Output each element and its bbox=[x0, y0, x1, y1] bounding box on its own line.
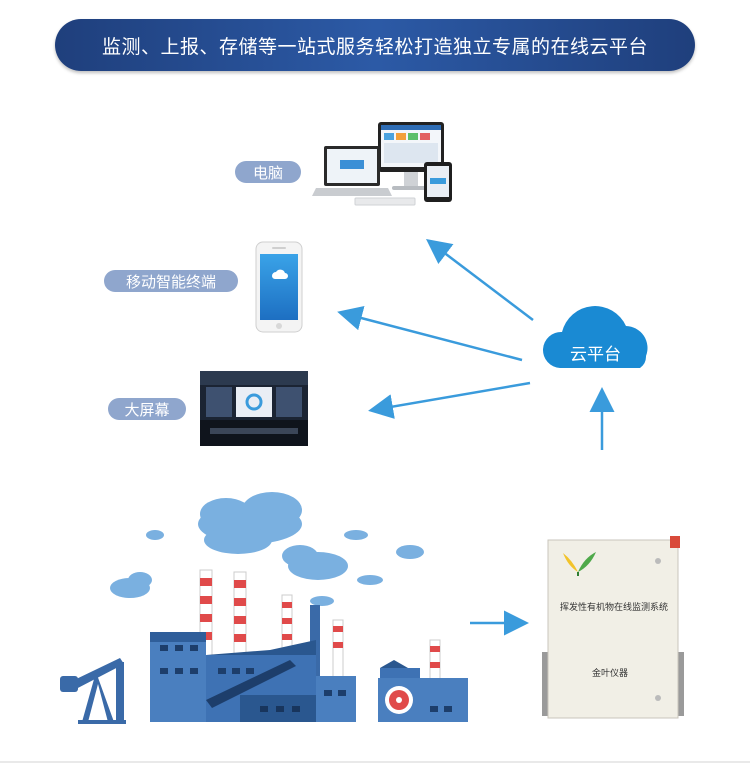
arrow-to-computer bbox=[426, 238, 534, 321]
arrow-to-big-screen bbox=[368, 381, 531, 419]
header-banner: 监测、上报、存储等一站式服务轻松打造独立专属的在线云平台 bbox=[55, 19, 695, 71]
label-computer: 电脑 bbox=[235, 161, 301, 183]
factory-illustration bbox=[60, 569, 468, 724]
banner-title: 监测、上报、存储等一站式服务轻松打造独立专属的在线云平台 bbox=[101, 35, 648, 58]
label-mobile: 移动智能终端 bbox=[104, 270, 238, 292]
cloud-icon bbox=[542, 306, 648, 368]
monitoring-cabinet bbox=[542, 536, 684, 719]
label-big-screen: 大屏幕 bbox=[108, 398, 186, 420]
label-big-screen-text: 大屏幕 bbox=[124, 400, 170, 419]
label-computer-text: 电脑 bbox=[252, 163, 283, 182]
cloud-label: 云平台 bbox=[570, 345, 621, 365]
computer-icon bbox=[312, 122, 452, 206]
smartphone-icon bbox=[255, 241, 303, 333]
sky-clouds bbox=[110, 492, 424, 606]
device-brand: 金叶仪器 bbox=[592, 669, 629, 679]
arrow-to-mobile bbox=[337, 305, 523, 362]
device-title: 挥发性有机物在线监测系统 bbox=[560, 603, 669, 613]
big-screen-icon bbox=[200, 371, 308, 446]
label-mobile-text: 移动智能终端 bbox=[125, 272, 216, 291]
bottom-divider bbox=[0, 761, 750, 763]
